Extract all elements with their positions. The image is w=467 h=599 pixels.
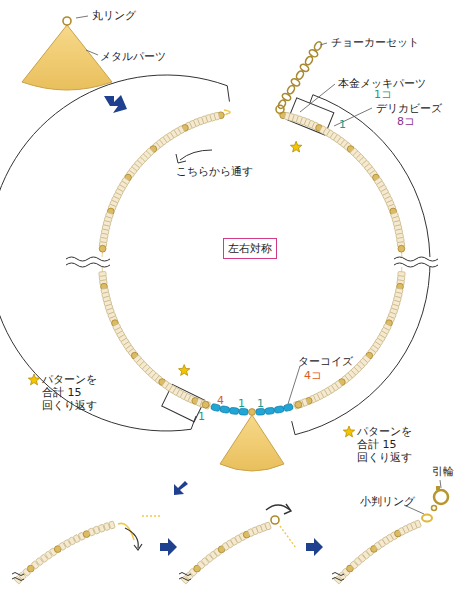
leader-line: [76, 16, 88, 18]
break-mark: [12, 578, 24, 581]
part-name: 引輪: [432, 465, 454, 478]
jump-ring: [276, 105, 284, 113]
break-mark: [179, 578, 191, 581]
drawing-stroke: [394, 257, 438, 267]
repeat-note: パターンを 合計 15 回くり返す: [357, 425, 421, 465]
leader-line: [320, 43, 327, 45]
necklace-ring: [0, 41, 441, 514]
drawing-stroke: [176, 154, 186, 163]
part-name: チョーカーセット: [331, 36, 419, 49]
break-mark: [332, 573, 344, 576]
pattern-star: [179, 365, 190, 376]
gold-bead: [295, 401, 302, 408]
drawing-stroke: [191, 416, 196, 429]
drawing-stroke: [18, 525, 112, 580]
turquoise-bead: [229, 407, 239, 414]
metal-part: [220, 415, 284, 471]
gold-bead: [99, 245, 106, 252]
delica-bead: [109, 521, 115, 529]
break-mark: [332, 578, 344, 581]
thread: [224, 110, 230, 114]
drawing-stroke: [185, 526, 268, 580]
break-mark: [12, 573, 24, 576]
step-arrow: [104, 95, 323, 556]
callout-number: 1: [257, 397, 264, 410]
note-box: 左右対称: [223, 238, 277, 259]
callout-number: 1: [238, 397, 245, 410]
break-mark: [394, 263, 438, 267]
drawing-stroke: [134, 544, 142, 550]
drawing-stroke: [432, 506, 437, 511]
drawing-stroke: [142, 515, 160, 516]
break-mark: [394, 257, 438, 261]
leader-line: [440, 480, 441, 488]
drawing-stroke: [66, 257, 110, 267]
leader-line: [86, 50, 98, 55]
break-mark: [66, 263, 110, 267]
callout-number: 1: [198, 410, 205, 423]
gold-bead: [202, 401, 209, 408]
drawing-stroke: [284, 504, 291, 514]
spring-clasp: [434, 490, 448, 504]
part-name: 丸リング: [92, 9, 136, 22]
direction-arrow: [180, 150, 212, 160]
oval-ring: [422, 515, 432, 522]
part-name: メタルパーツ: [100, 50, 166, 63]
quantity: 4コ: [304, 369, 322, 382]
repeat-note: パターンを 合計 15 回くり返す: [42, 373, 106, 413]
part-name: ターコイズ: [298, 355, 353, 368]
jump-ring: [271, 516, 279, 524]
drawing-stroke: [227, 86, 229, 102]
chain-link: [313, 41, 323, 52]
pattern-star: [28, 374, 39, 385]
gold-bead: [398, 245, 405, 252]
leader-line: [288, 366, 300, 404]
delica-bead: [265, 522, 272, 530]
metal-part: [22, 17, 112, 90]
pattern-star: [290, 141, 301, 152]
drawing-stroke: [292, 421, 295, 435]
drawing-stroke: [338, 524, 418, 580]
quantity: 1コ: [374, 88, 392, 101]
spring-clasp: [436, 486, 440, 490]
drawing-stroke: [280, 526, 296, 548]
pattern-bracket: [0, 75, 227, 431]
part-name: 小判リング: [360, 495, 415, 508]
callout-number: 4: [217, 394, 224, 407]
delica-bead: [415, 520, 422, 528]
turquoise-bead: [265, 407, 275, 414]
break-mark: [179, 573, 191, 576]
finishing-steps: [12, 486, 448, 584]
note: こちらから通す: [176, 165, 253, 178]
break-mark: [66, 257, 110, 261]
leader-line: [300, 84, 335, 112]
callout-number: 1: [339, 118, 346, 131]
turquoise-bead: [283, 403, 293, 411]
note-text: 左右対称: [228, 241, 272, 256]
turquoise-bead: [274, 406, 284, 414]
part-name: デリカビーズ: [376, 102, 442, 115]
drawing-stroke: [125, 528, 138, 548]
drawing-stroke: [102, 114, 402, 412]
pattern-star: [343, 426, 354, 437]
quantity: 8コ: [397, 115, 415, 128]
